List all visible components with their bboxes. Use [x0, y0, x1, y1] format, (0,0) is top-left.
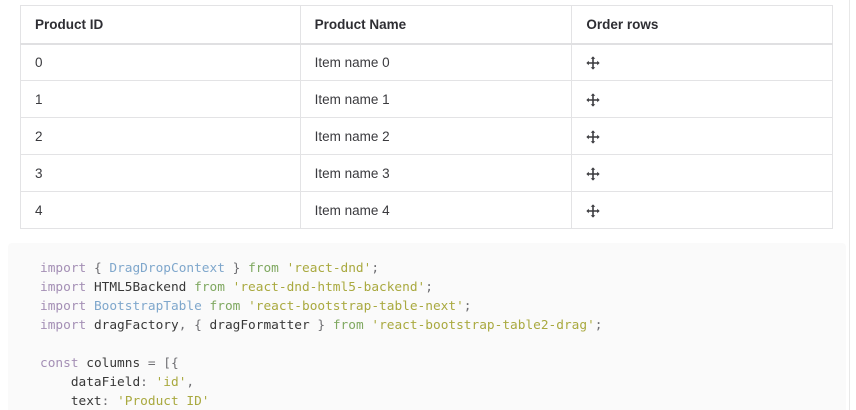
- code-token-str: 'react-bootstrap-table2-drag': [371, 318, 595, 333]
- code-token-punct: :: [101, 394, 118, 409]
- code-token-punct: ;: [463, 299, 472, 314]
- code-token-kw: import: [40, 261, 94, 276]
- code-token-from: from: [248, 261, 287, 276]
- code-line: dataField: 'id',: [40, 375, 194, 390]
- cell-order-rows[interactable]: [571, 43, 833, 81]
- code-line: text: 'Product ID': [40, 394, 210, 409]
- code-token-punct: :: [140, 375, 156, 390]
- code-token-str: 'Product ID': [117, 394, 210, 409]
- column-header-product-id[interactable]: Product ID: [20, 5, 301, 45]
- code-line: import BootstrapTable from 'react-bootst…: [40, 299, 472, 314]
- cell-order-rows[interactable]: [571, 117, 833, 155]
- code-token-punct: ;: [425, 280, 433, 295]
- code-token-punct: ;: [594, 318, 603, 333]
- code-snippet-block: import { DragDropContext } from 'react-d…: [8, 243, 846, 410]
- code-line: const columns = [{: [40, 356, 179, 371]
- code-token-punct: ,: [186, 375, 195, 390]
- code-line: import dragFactory, { dragFormatter } fr…: [40, 318, 603, 333]
- cell-product-name: Item name 4: [299, 191, 573, 229]
- code-token-str: 'id': [155, 375, 187, 390]
- table-header-row: Product ID Product Name Order rows: [20, 5, 833, 45]
- code-token-punct: =: [140, 356, 164, 371]
- code-token-plain: columns: [86, 356, 141, 371]
- cell-order-rows[interactable]: [571, 154, 833, 192]
- code-token-plain: dragFactory: [93, 318, 179, 333]
- code-token-str: 'react-dnd': [286, 261, 372, 276]
- code-token-plain: dataField: [40, 375, 141, 390]
- code-token-cls: BootstrapTable: [93, 299, 202, 314]
- code-token-punct: }: [224, 261, 249, 276]
- table-head: Product ID Product Name Order rows: [20, 5, 833, 45]
- code-line: import HTML5Backend from 'react-dnd-html…: [40, 280, 433, 295]
- code-token-kw: import: [40, 318, 94, 333]
- code-token-cls: DragDropContext: [109, 261, 225, 276]
- arrows-move-icon[interactable]: [586, 92, 600, 107]
- code-token-kw: const: [40, 356, 87, 371]
- code-token-plain: HTML5Backend: [93, 280, 187, 295]
- code-token-from: from: [194, 280, 233, 295]
- arrows-move-icon[interactable]: [586, 203, 600, 218]
- cell-product-id: 1: [20, 80, 301, 118]
- code-token-punct: ,: [178, 318, 195, 333]
- cell-product-id: 2: [20, 117, 301, 155]
- code-token-from: from: [332, 318, 372, 333]
- arrows-move-icon[interactable]: [586, 56, 600, 70]
- arrows-move-icon[interactable]: [586, 166, 600, 181]
- cell-product-id: 4: [20, 191, 301, 229]
- code-token-punct: [{: [163, 356, 179, 371]
- cell-product-name: Item name 2: [299, 117, 573, 155]
- code-snippet-text: import { DragDropContext } from 'react-d…: [40, 259, 846, 410]
- code-line: import { DragDropContext } from 'react-d…: [40, 261, 379, 276]
- cell-order-rows[interactable]: [571, 80, 833, 118]
- code-token-plain: dragFormatter: [209, 318, 310, 333]
- code-token-punct: }: [309, 318, 333, 333]
- code-token-punct: ;: [371, 261, 380, 276]
- arrows-move-icon[interactable]: [586, 129, 600, 144]
- cell-product-id: 0: [20, 43, 301, 81]
- code-token-plain: text: [40, 394, 102, 409]
- code-token-kw: import: [40, 299, 94, 314]
- column-header-order-rows[interactable]: Order rows: [571, 5, 833, 45]
- code-token-from: from: [209, 299, 249, 314]
- code-token-str: 'react-dnd-html5-backend': [232, 280, 426, 295]
- column-header-product-name[interactable]: Product Name: [299, 5, 573, 45]
- cell-product-name: Item name 0: [299, 43, 573, 81]
- cell-product-name: Item name 3: [299, 154, 573, 192]
- code-token-punct: {: [194, 318, 210, 333]
- cell-product-name: Item name 1: [299, 80, 573, 118]
- cell-product-id: 3: [20, 154, 301, 192]
- code-token-punct: {: [93, 261, 110, 276]
- cell-order-rows[interactable]: [571, 191, 833, 229]
- code-token-plain: [202, 299, 210, 314]
- code-token-kw: import: [40, 280, 94, 295]
- page-right-edge: [849, 0, 850, 410]
- code-token-str: 'react-bootstrap-table-next': [248, 299, 464, 314]
- code-token-plain: [186, 280, 194, 295]
